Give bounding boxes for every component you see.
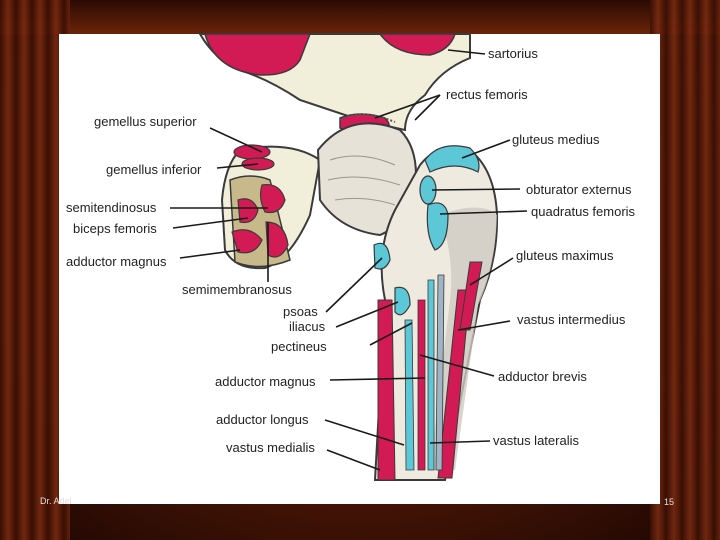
label-psoas: psoas	[283, 304, 318, 319]
label-adductor-magnus-upper: adductor magnus	[66, 254, 167, 269]
ischial-tuberosity	[220, 144, 322, 270]
labels: sartorius rectus femoris gemellus superi…	[66, 46, 636, 455]
label-vastus-medialis: vastus medialis	[226, 440, 315, 455]
label-adductor-magnus-lower: adductor magnus	[215, 374, 316, 389]
label-adductor-longus: adductor longus	[216, 412, 309, 427]
label-vastus-intermedius: vastus intermedius	[517, 312, 626, 327]
label-gemellus-inferior: gemellus inferior	[106, 162, 202, 177]
label-biceps-femoris: biceps femoris	[73, 221, 157, 236]
label-adductor-brevis: adductor brevis	[498, 369, 587, 384]
hip-joint	[316, 113, 417, 237]
label-vastus-lateralis: vastus lateralis	[493, 433, 579, 448]
label-obturator-externus: obturator externus	[526, 182, 632, 197]
label-rectus-femoris: rectus femoris	[446, 87, 528, 102]
footer-author: Dr. Adel	[40, 496, 72, 506]
label-gemellus-superior: gemellus superior	[94, 114, 197, 129]
slide-number: 15	[664, 497, 675, 507]
label-quadratus-femoris: quadratus femoris	[531, 204, 636, 219]
label-gluteus-medius: gluteus medius	[512, 132, 600, 147]
leader-lines	[170, 49, 528, 471]
femur-bone	[373, 145, 499, 481]
label-semitendinosus: semitendinosus	[66, 200, 157, 215]
label-iliacus: iliacus	[289, 319, 326, 334]
curtain-right	[650, 0, 720, 540]
label-gluteus-maximus: gluteus maximus	[516, 248, 614, 263]
pelvis-bone	[198, 33, 471, 134]
label-sartorius: sartorius	[488, 46, 538, 61]
curtain-top-band	[0, 0, 720, 34]
label-pectineus: pectineus	[271, 339, 327, 354]
curtain-left	[0, 0, 70, 540]
label-semimembranosus: semimembranosus	[182, 282, 292, 297]
